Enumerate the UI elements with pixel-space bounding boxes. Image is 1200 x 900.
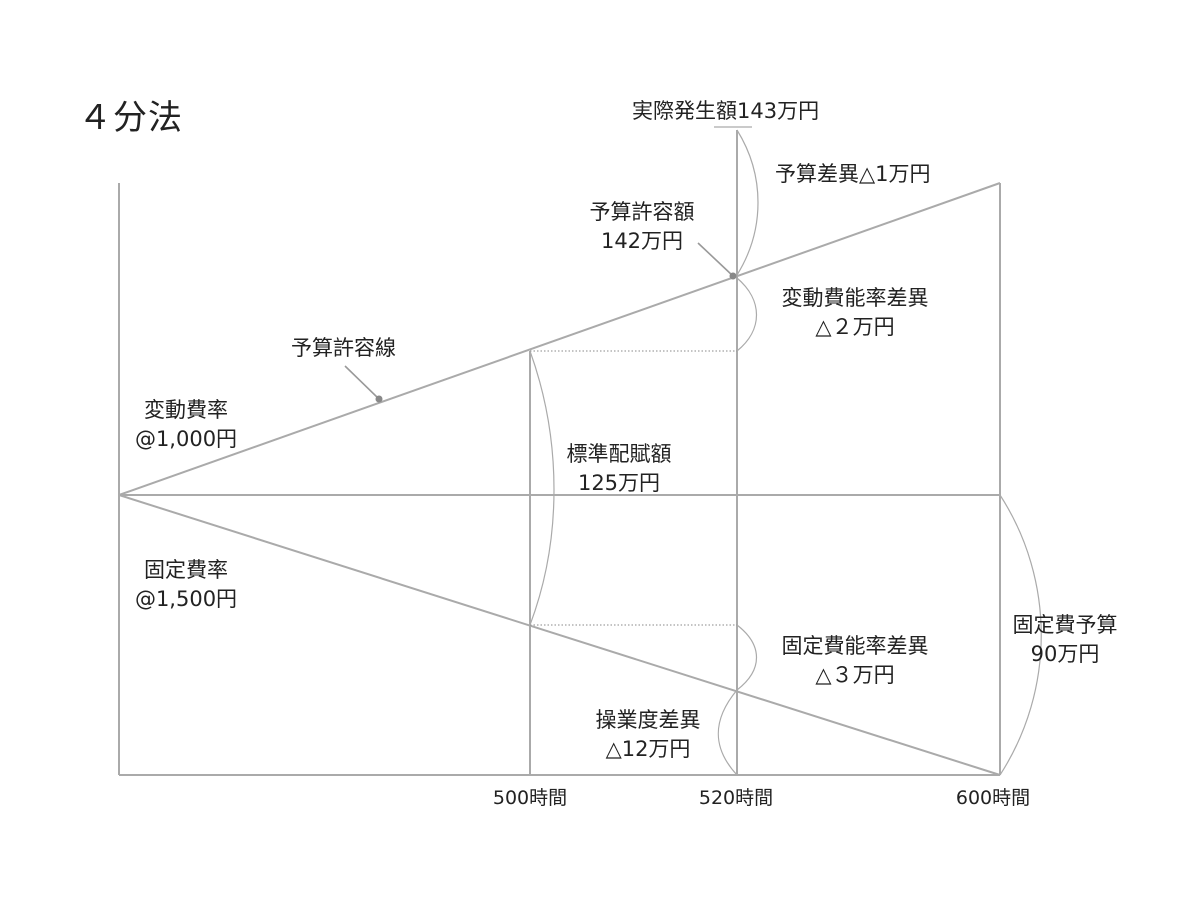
variable-rate-label: 変動費率 @1,000円 <box>124 396 248 454</box>
fixed-budget-title: 固定費予算 <box>1012 613 1118 637</box>
variable-efficiency-title: 変動費能率差異 <box>781 286 929 310</box>
standard-allocation-brace <box>529 350 555 626</box>
allowance-line-pointer <box>344 365 380 400</box>
fixed-cost-rate-line <box>118 494 1001 776</box>
fixed-rate-label: 固定費率 @1,500円 <box>124 556 248 614</box>
allowance-pointer <box>697 242 734 277</box>
variable-rate-value: @1,000円 <box>134 427 238 451</box>
volume-variance-brace <box>717 689 738 776</box>
allowance-point-marker <box>729 272 737 280</box>
variable-rate-title: 変動費率 <box>144 398 228 422</box>
variable-efficiency-label: 変動費能率差異 △２万円 <box>765 284 945 342</box>
fixed-efficiency-title: 固定費能率差異 <box>781 634 929 658</box>
fixed-rate-value: @1,500円 <box>134 587 238 611</box>
volume-variance-label: 操業度差異 △12万円 <box>583 706 713 764</box>
standard-allocation-label: 標準配賦額 125万円 <box>553 440 685 498</box>
fixed-budget-label: 固定費予算 90万円 <box>1000 611 1130 669</box>
budget-allowance-line <box>118 182 1001 496</box>
fixed-efficiency-brace <box>736 624 758 691</box>
axis-label-500: 500時間 <box>492 787 568 809</box>
budget-allowance-label: 予算許容額 142万円 <box>578 198 706 256</box>
fixed-budget-value: 90万円 <box>1030 642 1100 666</box>
fixed-efficiency-value: △３万円 <box>815 663 895 687</box>
actual-cost-label: 実際発生額143万円 <box>632 99 820 123</box>
budget-allowance-value: 142万円 <box>600 229 684 253</box>
budget-variance-label: 予算差異△1万円 <box>775 162 931 186</box>
budget-allowance-line-label: 予算許容線 <box>291 336 396 360</box>
budget-allowance-title: 予算許容額 <box>589 200 695 224</box>
fixed-rate-title: 固定費率 <box>144 558 228 582</box>
axis-label-520: 520時間 <box>698 787 774 809</box>
actual-cost-brace <box>736 129 759 276</box>
volume-variance-value: △12万円 <box>605 737 691 761</box>
fixed-budget-brace <box>999 494 1042 776</box>
allowance-line-marker <box>375 395 383 403</box>
fixed-efficiency-label: 固定費能率差異 △３万円 <box>765 632 945 690</box>
variable-efficiency-value: △２万円 <box>815 315 895 339</box>
variable-efficiency-brace <box>736 277 758 352</box>
diagram-title: ４分法 <box>78 98 183 138</box>
volume-variance-title: 操業度差異 <box>595 708 701 732</box>
standard-allocation-title: 標準配賦額 <box>566 442 672 466</box>
axis-label-600: 600時間 <box>955 787 1031 809</box>
standard-allocation-value: 125万円 <box>577 471 661 495</box>
